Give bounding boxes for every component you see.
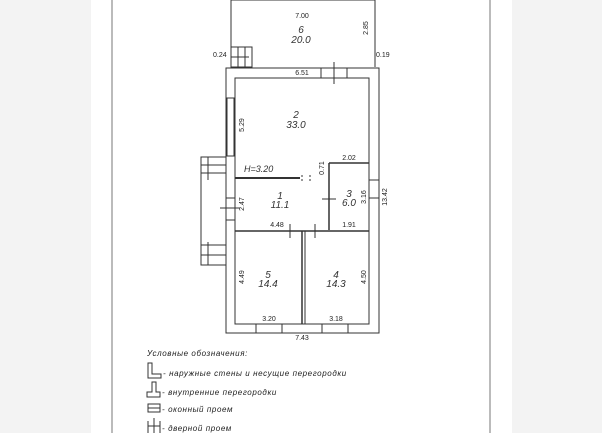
svg-text:33.0: 33.0: [286, 120, 306, 131]
svg-text:14.4: 14.4: [258, 279, 278, 290]
svg-text:3.20: 3.20: [262, 316, 276, 323]
svg-text:0.19: 0.19: [376, 52, 390, 59]
svg-text:2.47: 2.47: [239, 197, 246, 211]
dimension-labels: 7.00 2.85 0.24 0.19 6.51 5.29 H=3.20 0.7…: [213, 13, 390, 342]
svg-text:- оконный проем: - оконный проем: [162, 405, 233, 414]
svg-text:3.18: 3.18: [329, 316, 343, 323]
outer-wall-legend-icon: [147, 362, 162, 379]
room-4-label: 414.3: [326, 270, 346, 290]
svg-text:6.0: 6.0: [342, 198, 356, 209]
svg-text:- наружные стены и несущие пер: - наружные стены и несущие перегородки: [163, 369, 347, 378]
door-legend-icon: [147, 418, 161, 433]
window-bottom-right: [321, 323, 349, 334]
svg-text:5: 5: [265, 270, 271, 281]
svg-text:6: 6: [298, 25, 304, 36]
room-3-label: 36.0: [342, 189, 356, 209]
svg-text:0.71: 0.71: [319, 161, 326, 175]
svg-text:6.51: 6.51: [295, 70, 309, 77]
svg-text:2.85: 2.85: [363, 21, 370, 35]
room-2-label: 233.0: [286, 110, 306, 131]
svg-text:11.1: 11.1: [271, 200, 290, 211]
terrace-steps: [230, 46, 253, 68]
svg-text:4: 4: [333, 270, 339, 281]
room-1-label: 111.1: [271, 191, 290, 211]
svg-text:3: 3: [346, 189, 352, 200]
room-5-label: 514.4: [258, 270, 278, 290]
svg-text:- внутренние перегородки: - внутренние перегородки: [162, 388, 277, 397]
room-6-label: 620.0: [290, 25, 311, 46]
terrace-outline: [230, 0, 376, 67]
svg-text:5.29: 5.29: [239, 118, 246, 132]
svg-text:- дверной проем: - дверной проем: [162, 424, 232, 433]
svg-text:2: 2: [292, 110, 299, 121]
svg-text:14.3: 14.3: [326, 279, 346, 290]
svg-text:3.16: 3.16: [361, 190, 368, 204]
svg-text:H=3.20: H=3.20: [244, 164, 273, 174]
svg-text:1.91: 1.91: [342, 222, 356, 229]
window-right: [368, 179, 380, 199]
svg-text:20.0: 20.0: [290, 35, 311, 46]
legend: Условные обозначения: - наружные стены и…: [146, 349, 347, 433]
svg-text:1: 1: [277, 191, 283, 202]
svg-text:2.02: 2.02: [342, 155, 356, 162]
svg-text:13.42: 13.42: [382, 188, 389, 206]
svg-text:4.50: 4.50: [361, 270, 368, 284]
drawing-sheet: [91, 0, 512, 433]
svg-text:7.43: 7.43: [295, 335, 309, 342]
svg-text:7.00: 7.00: [295, 13, 309, 20]
svg-text:4.49: 4.49: [239, 270, 246, 284]
window-bottom-left: [255, 323, 283, 334]
svg-text:Условные обозначения:: Условные обозначения:: [146, 349, 248, 358]
inner-partition-legend-icon: [146, 381, 161, 398]
svg-text:4.48: 4.48: [270, 222, 284, 229]
porch-steps: [200, 156, 227, 266]
window-left: [226, 97, 235, 157]
svg-text:0.24: 0.24: [213, 52, 227, 59]
